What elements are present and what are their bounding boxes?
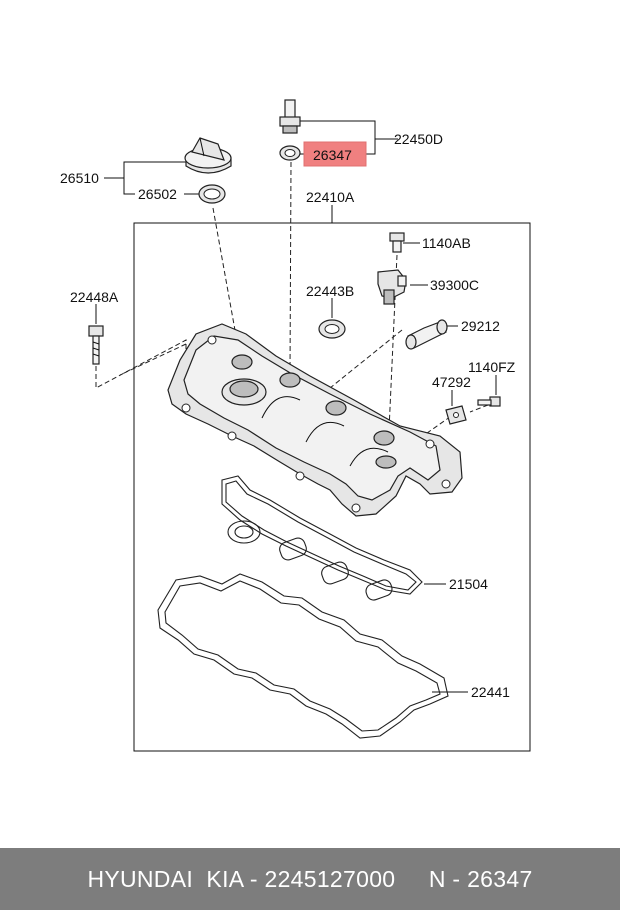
cam-sensor [377,269,407,305]
label-22441: 22441 [471,684,510,700]
label-22443b: 22443B [306,283,354,299]
label-26502: 26502 [138,186,177,202]
bolt-1140fz [477,396,501,407]
label-26347: 26347 [313,147,352,163]
label-22448a: 22448A [70,289,119,305]
cover-gasket [157,573,449,739]
oil-filler-cap [184,137,232,174]
breather-fitting [279,99,301,134]
label-39300c: 39300C [430,277,479,293]
label-1140ab: 1140AB [422,235,471,251]
part-labels: 22450D 26347 26510 26502 22410A 1140AB 3… [60,131,516,700]
label-1140fz: 1140FZ [468,359,516,375]
label-26510: 26510 [60,170,99,186]
footer-text: HYUNDAI KIA - 2245127000 N - 26347 [87,865,533,892]
o-ring-26347 [279,145,301,161]
label-22450d: 22450D [394,131,443,147]
spark-plug-gasket [221,475,423,601]
label-21504: 21504 [449,576,488,592]
label-22410a: 22410A [306,189,355,205]
cylinder-head-cover [167,323,463,517]
bracket-47292 [445,405,467,425]
label-47292: 47292 [432,374,471,390]
seal-22443b [318,319,346,339]
hose-29212 [405,319,448,350]
parts-diagram: 22450D 26347 26510 26502 22410A 1140AB 3… [60,99,531,752]
highlight-box-26347 [303,141,367,167]
label-29212: 29212 [461,318,500,334]
footer-banner: HYUNDAI KIA - 2245127000 N - 26347 [0,848,620,910]
bolt-1140ab [389,232,405,253]
bolt-22448a [88,325,104,365]
cap-gasket [198,184,226,204]
